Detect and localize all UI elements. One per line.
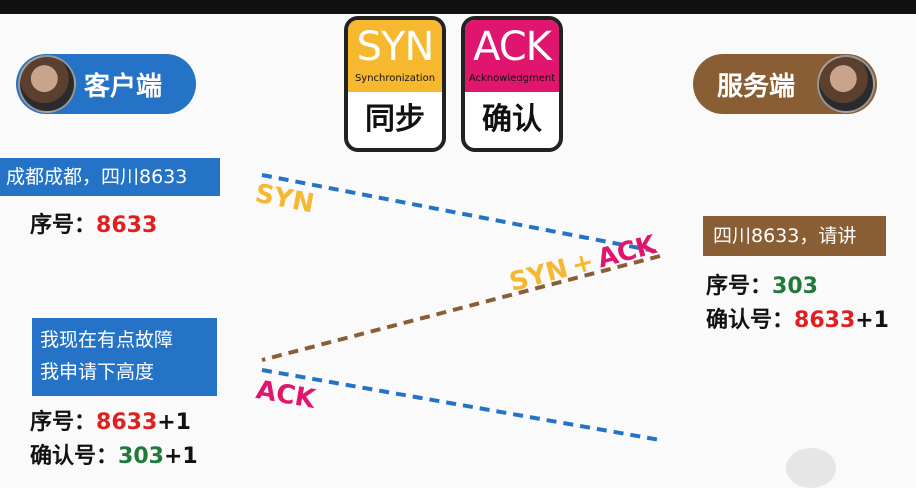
server-label: 服务端 xyxy=(717,71,796,102)
ack-card: ACK Acknowledgment 确认 xyxy=(461,16,563,152)
ack-abbr: ACK xyxy=(473,24,552,70)
seq-value: 8633 xyxy=(96,410,158,435)
syn-card: SYN Synchronization 同步 xyxy=(344,16,446,152)
synack-plus-text: + xyxy=(568,246,598,282)
chat-bubble-icon xyxy=(786,448,836,488)
server-ack: 确认号：8633+1 xyxy=(706,302,889,334)
ack-label: 确认号： xyxy=(30,444,119,469)
ack-chinese: 确认 xyxy=(482,102,542,137)
seq-plus: +1 xyxy=(157,410,191,435)
client-message-3-line2: 我申请下高度 xyxy=(40,361,155,383)
client-label: 客户端 xyxy=(84,71,163,102)
server-message: 四川8633，请讲 xyxy=(703,216,886,256)
ack-plus: +1 xyxy=(855,308,889,333)
ack-card-header: ACK Acknowledgment xyxy=(465,20,559,92)
client-pill: 客户端 xyxy=(16,54,196,114)
client-ack-3: 确认号：303+1 xyxy=(30,438,198,470)
syn-full: Synchronization xyxy=(354,73,436,84)
ack-value: 303 xyxy=(118,444,164,469)
server-avatar xyxy=(817,55,875,113)
seq-value: 8633 xyxy=(96,213,158,238)
server-pill: 服务端 xyxy=(693,54,877,114)
synack-line xyxy=(261,254,661,362)
client-seq-1: 序号：8633 xyxy=(30,207,157,239)
ack-value: 8633 xyxy=(794,308,856,333)
ack-label: 确认号： xyxy=(706,308,795,333)
client-avatar xyxy=(18,55,76,113)
ack-full: Acknowledgment xyxy=(468,73,556,84)
syn-line xyxy=(261,173,661,254)
top-bar xyxy=(0,0,916,14)
seq-label: 序号： xyxy=(30,410,97,435)
ack-line xyxy=(261,368,661,442)
client-message-3: 我现在有点故障 我申请下高度 xyxy=(32,318,217,396)
seq-value: 303 xyxy=(772,274,818,299)
seq-label: 序号： xyxy=(30,213,97,238)
client-message-1: 成都成都，四川8633 xyxy=(0,158,220,196)
syn-abbr: SYN xyxy=(356,24,435,70)
ack-plus: +1 xyxy=(163,444,198,469)
client-seq-3: 序号：8633+1 xyxy=(30,404,191,436)
handshake-lines xyxy=(261,173,661,442)
syn-card-header: SYN Synchronization xyxy=(348,20,442,92)
server-seq: 序号：303 xyxy=(706,268,818,300)
syn-chinese: 同步 xyxy=(365,102,425,137)
seq-label: 序号： xyxy=(706,274,773,299)
client-message-3-line1: 我现在有点故障 xyxy=(40,329,174,351)
